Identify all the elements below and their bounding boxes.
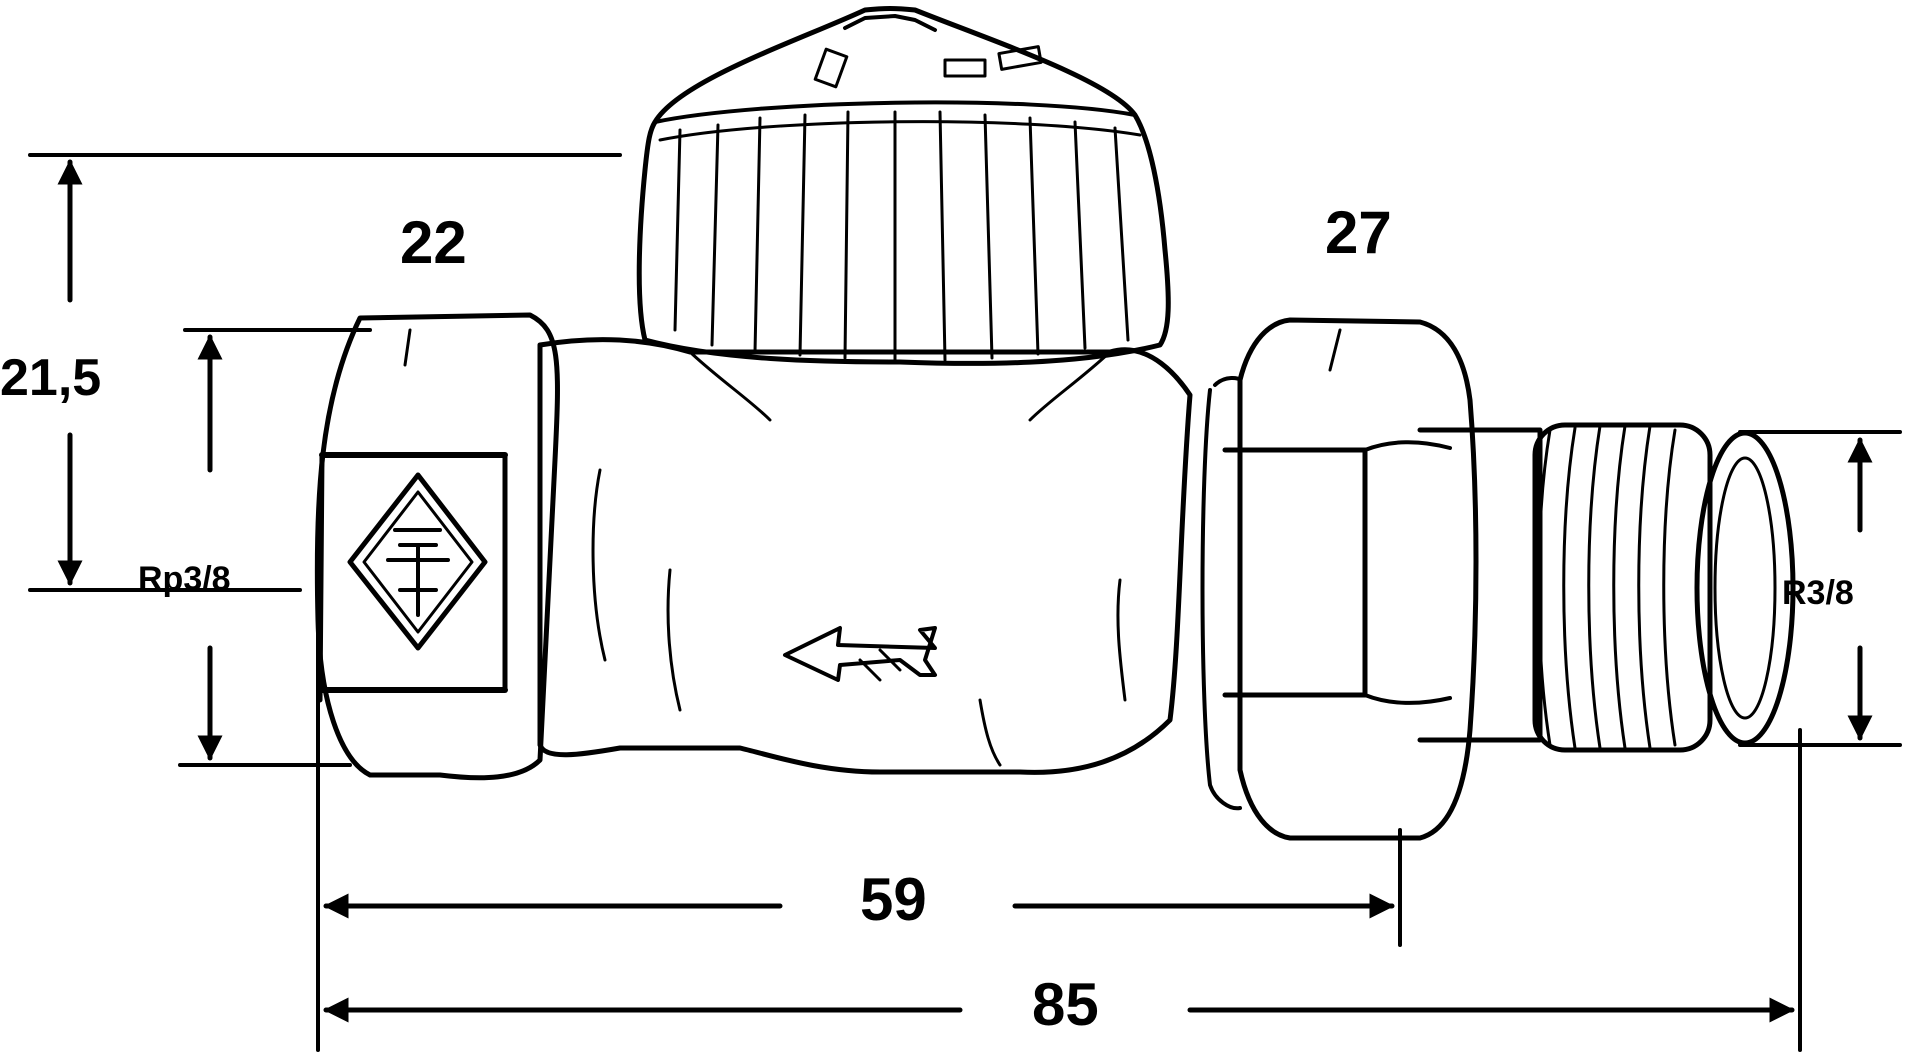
left-hex-nut xyxy=(314,312,560,781)
handwheel-cap xyxy=(636,6,1171,366)
thread-left-label: Rp3/8 xyxy=(138,560,231,598)
wrench-size-right-label: 27 xyxy=(1325,199,1392,266)
flow-arrow-icon xyxy=(783,626,937,682)
diamond-logo-icon xyxy=(347,472,488,651)
extension-lines xyxy=(28,153,1902,1052)
right-union-nut xyxy=(1200,317,1479,841)
valve-body xyxy=(537,337,1193,775)
height-label: 21,5 xyxy=(0,349,101,407)
dimension-arrows xyxy=(57,159,1873,1023)
tailpiece xyxy=(1417,422,1796,753)
length-total-label: 85 xyxy=(1032,971,1099,1038)
length-body-label: 59 xyxy=(860,866,927,933)
thread-right-label: R3/8 xyxy=(1782,574,1854,612)
wrench-size-left-label: 22 xyxy=(400,209,467,276)
